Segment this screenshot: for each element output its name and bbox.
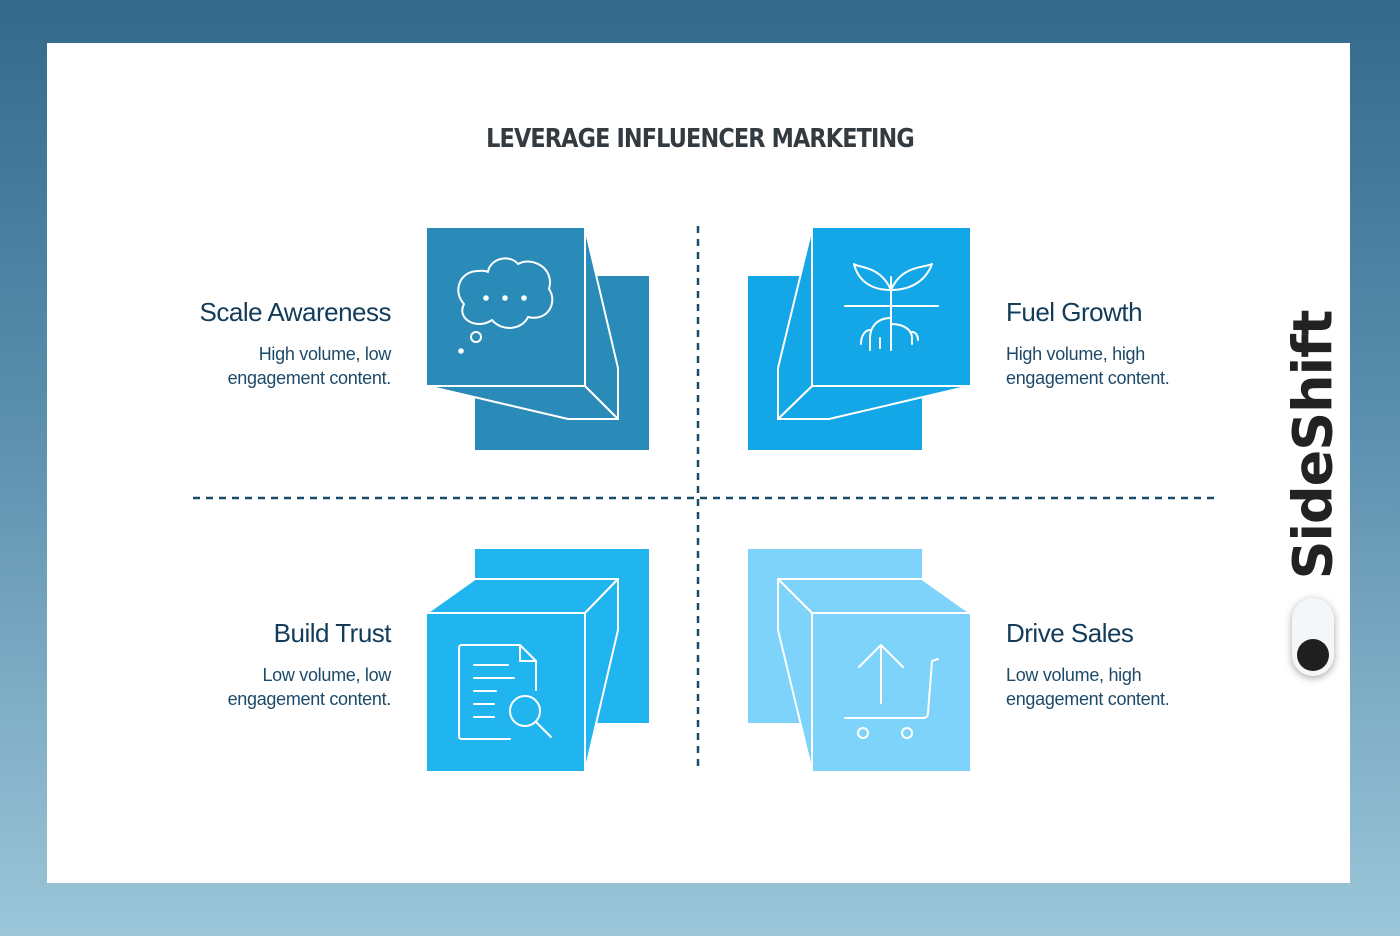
quadrant-description: Low volume, low engagement content.	[91, 663, 392, 711]
quadrant-drive-sales: Drive Sales Low volume, high engagement …	[1006, 618, 1306, 711]
quadrant-fuel-growth: Fuel Growth High volume, high engagement…	[1006, 297, 1306, 390]
toggle-switch-icon	[1292, 598, 1334, 676]
quadrant-title: Fuel Growth	[1006, 297, 1143, 327]
quadrant-description: Low volume, high engagement content.	[1006, 663, 1306, 711]
description-line: engagement content.	[227, 689, 392, 709]
description-line: engagement content.	[1006, 689, 1170, 709]
toggle-knob	[1297, 639, 1329, 671]
quadrant-description: High volume, high engagement content.	[1006, 342, 1306, 390]
quadrant-title: Build Trust	[273, 618, 392, 648]
description-line: High volume, high	[1006, 344, 1145, 364]
description-line: Low volume, low	[262, 665, 391, 685]
quadrant-build-trust: Build Trust Low volume, low engagement c…	[91, 618, 392, 711]
description-line: engagement content.	[1006, 368, 1170, 388]
description-line: Low volume, high	[1006, 665, 1142, 685]
quadrant-title: Scale Awareness	[199, 297, 392, 327]
quadrant-title: Drive Sales	[1006, 618, 1134, 648]
quadrant-scale-awareness: Scale Awareness High volume, low engagem…	[91, 297, 392, 390]
infographic-card	[47, 43, 1350, 883]
quadrant-description: High volume, low engagement content.	[91, 342, 392, 390]
page-title: LEVERAGE INFLUENCER MARKETING	[486, 124, 915, 154]
description-line: High volume, low	[258, 344, 392, 364]
description-line: engagement content.	[227, 368, 392, 388]
sideshift-logo: SideShift	[1281, 310, 1345, 580]
